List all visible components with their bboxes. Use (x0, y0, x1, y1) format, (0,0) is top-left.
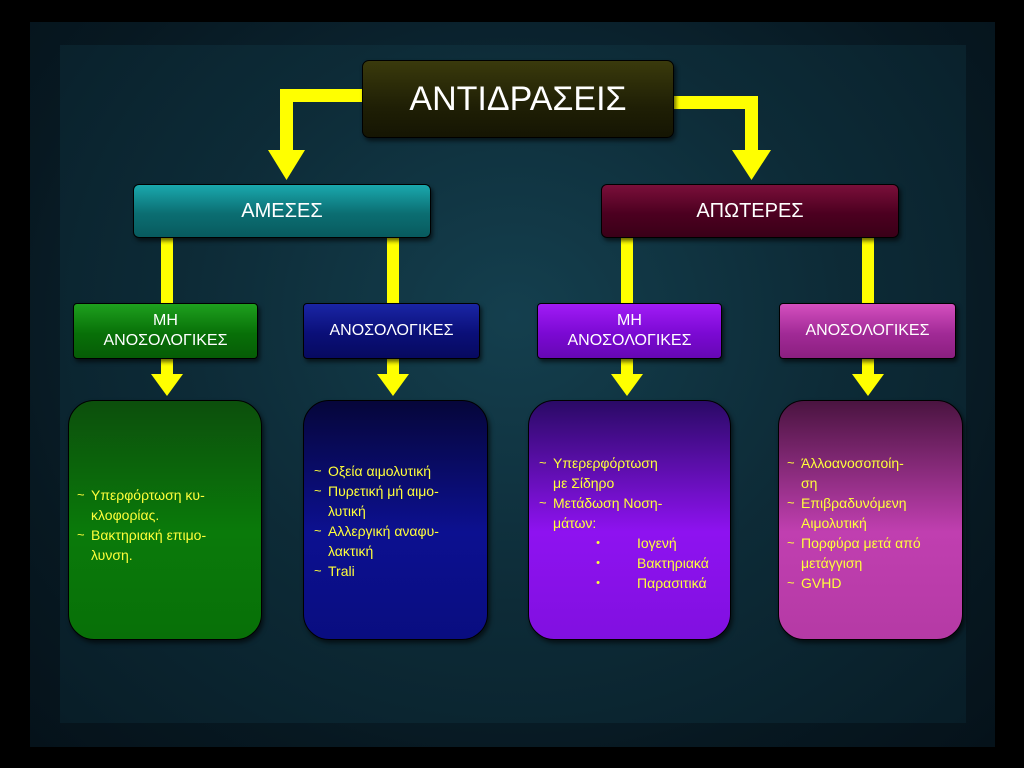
bullet-dot: • (596, 577, 600, 589)
list-item-text: λυτική (328, 503, 366, 519)
list-item: ~ Οξεία αιμολυτική (314, 461, 486, 481)
list-item: ~ Βακτηριακή επιμο- λυνση. (77, 525, 259, 565)
list-item-text: ση (801, 475, 818, 491)
content-delayed-immune: ~ Άλλοανοσοποίη- ση ~ Επιβραδυνόμενη Αιμ… (778, 400, 963, 640)
list-item-text: λυνση. (91, 547, 133, 563)
tilde-bullet: ~ (787, 495, 795, 510)
list-item-text: κλοφορίας. (91, 507, 160, 523)
list-item-text: Μετάδωση Νοση- (553, 495, 663, 511)
connector-delayed-to-immune (862, 238, 874, 303)
list-item: ~ Πυρετική μή αιμο- λυτική (314, 481, 486, 521)
content-direct-immune: ~ Οξεία αιμολυτική ~ Πυρετική μή αιμο- λ… (303, 400, 488, 640)
tilde-bullet: ~ (314, 483, 322, 498)
list-item-text: Αλλεργική αναφυ- (328, 523, 439, 539)
category-delayed-nonimmune-line1: ΜΗ (617, 312, 642, 329)
list-item-text: Πυρετική μή αιμο- (328, 483, 439, 499)
category-delayed-immune: ΑΝΟΣΟΛΟΓΙΚΕΣ (779, 303, 956, 359)
list-item: ~ Μετάδωση Νοση- μάτων: (539, 493, 729, 533)
list-item-text: Επιβραδυνόμενη (801, 495, 907, 511)
branch-delayed: ΑΠΩΤΕΡΕΣ (601, 184, 899, 238)
connector-arrow-magenta (852, 374, 884, 396)
list-item: ~ Υπερφόρτωση κυ- κλοφορίας. (77, 485, 259, 525)
connector-stem-purple (621, 359, 633, 375)
connector-arrow-purple (611, 374, 643, 396)
list-item: ~ Άλλοανοσοποίη- ση (787, 453, 964, 493)
list-item: ~ Επιβραδυνόμενη Αιμολυτική (787, 493, 964, 533)
connector-title-left-horizontal (280, 89, 362, 102)
list-item-text: με Σίδηρο (553, 475, 615, 491)
list-item: ~ Αλλεργική αναφυ- λακτική (314, 521, 486, 561)
category-direct-nonimmune-line1: ΜΗ (153, 312, 178, 329)
list-item-text: Βακτηριακή επιμο- (91, 527, 207, 543)
category-direct-nonimmune-line2: ΑΝΟΣΟΛΟΓΙΚΕΣ (103, 332, 228, 349)
tilde-bullet: ~ (314, 463, 322, 478)
list-item-text: Αιμολυτική (801, 515, 867, 531)
tilde-bullet: ~ (787, 575, 795, 590)
connector-direct-to-nonimmune (161, 238, 173, 303)
category-delayed-nonimmune-line2: ΑΝΟΣΟΛΟΓΙΚΕΣ (567, 332, 692, 349)
diagram-title: ΑΝΤΙΔΡΑΣΕΙΣ (362, 60, 674, 138)
connector-arrow-blue (377, 374, 409, 396)
sub-list-item: • Παρασιτικά (559, 573, 729, 593)
branch-delayed-label: ΑΠΩΤΕΡΕΣ (696, 199, 804, 222)
sub-list-item: • Βακτηριακά (559, 553, 729, 573)
tilde-bullet: ~ (77, 487, 85, 502)
connector-direct-to-immune (387, 238, 399, 303)
list-item-text: μετάγγιση (801, 555, 863, 571)
branch-direct: ΑΜΕΣΕΣ (133, 184, 431, 238)
list-item-text: Οξεία αιμολυτική (328, 463, 432, 479)
tilde-bullet: ~ (787, 455, 795, 470)
list-item-text: Άλλοανοσοποίη- (801, 455, 904, 471)
tilde-bullet: ~ (787, 535, 795, 550)
tilde-bullet: ~ (314, 523, 322, 538)
sub-list-item: • Ιογενή (559, 533, 729, 553)
connector-arrow-to-direct (268, 150, 305, 180)
connector-title-left-vertical (280, 89, 293, 152)
tilde-bullet: ~ (314, 563, 322, 578)
connector-stem-magenta (862, 359, 874, 375)
list-item-text: μάτων: (553, 515, 597, 531)
bullet-dot: • (596, 537, 600, 549)
connector-title-right-vertical (745, 96, 758, 152)
bullet-dot: • (596, 557, 600, 569)
sub-list-item-text: Βακτηριακά (637, 555, 709, 571)
content-direct-nonimmune: ~ Υπερφόρτωση κυ- κλοφορίας. ~ Βακτηριακ… (68, 400, 262, 640)
sub-list-item-text: Παρασιτικά (637, 575, 707, 591)
branch-direct-label: ΑΜΕΣΕΣ (241, 199, 323, 222)
category-direct-nonimmune: ΜΗ ΑΝΟΣΟΛΟΓΙΚΕΣ (73, 303, 258, 359)
category-direct-immune: ΑΝΟΣΟΛΟΓΙΚΕΣ (303, 303, 480, 359)
tilde-bullet: ~ (539, 455, 547, 470)
diagram-title-text: ΑΝΤΙΔΡΑΣΕΙΣ (409, 79, 627, 118)
list-item-text: λακτική (328, 543, 374, 559)
category-delayed-immune-label: ΑΝΟΣΟΛΟΓΙΚΕΣ (805, 322, 930, 339)
connector-title-right-horizontal (674, 96, 758, 109)
sub-list-item-text: Ιογενή (637, 535, 677, 551)
tilde-bullet: ~ (539, 495, 547, 510)
list-item: ~ Υπερερφόρτωση με Σίδηρο (539, 453, 729, 493)
list-item-text: Trali (328, 563, 355, 579)
list-item-text: Πορφύρα μετά από (801, 535, 921, 551)
category-direct-immune-label: ΑΝΟΣΟΛΟΓΙΚΕΣ (329, 322, 454, 339)
list-item: ~ GVHD (787, 573, 964, 593)
list-item: ~ Trali (314, 561, 486, 581)
connector-arrow-to-delayed (732, 150, 771, 180)
list-item-text: GVHD (801, 575, 842, 591)
connector-arrow-green (151, 374, 183, 396)
list-item-text: Υπερερφόρτωση (553, 455, 658, 471)
list-item-text: Υπερφόρτωση κυ- (91, 487, 205, 503)
list-item: ~ Πορφύρα μετά από μετάγγιση (787, 533, 964, 573)
content-delayed-nonimmune: ~ Υπερερφόρτωση με Σίδηρο ~ Μετάδωση Νοσ… (528, 400, 731, 640)
tilde-bullet: ~ (77, 527, 85, 542)
connector-stem-blue (387, 359, 399, 375)
category-delayed-nonimmune: ΜΗ ΑΝΟΣΟΛΟΓΙΚΕΣ (537, 303, 722, 359)
connector-stem-green (161, 359, 173, 375)
connector-delayed-to-nonimmune (621, 238, 633, 303)
